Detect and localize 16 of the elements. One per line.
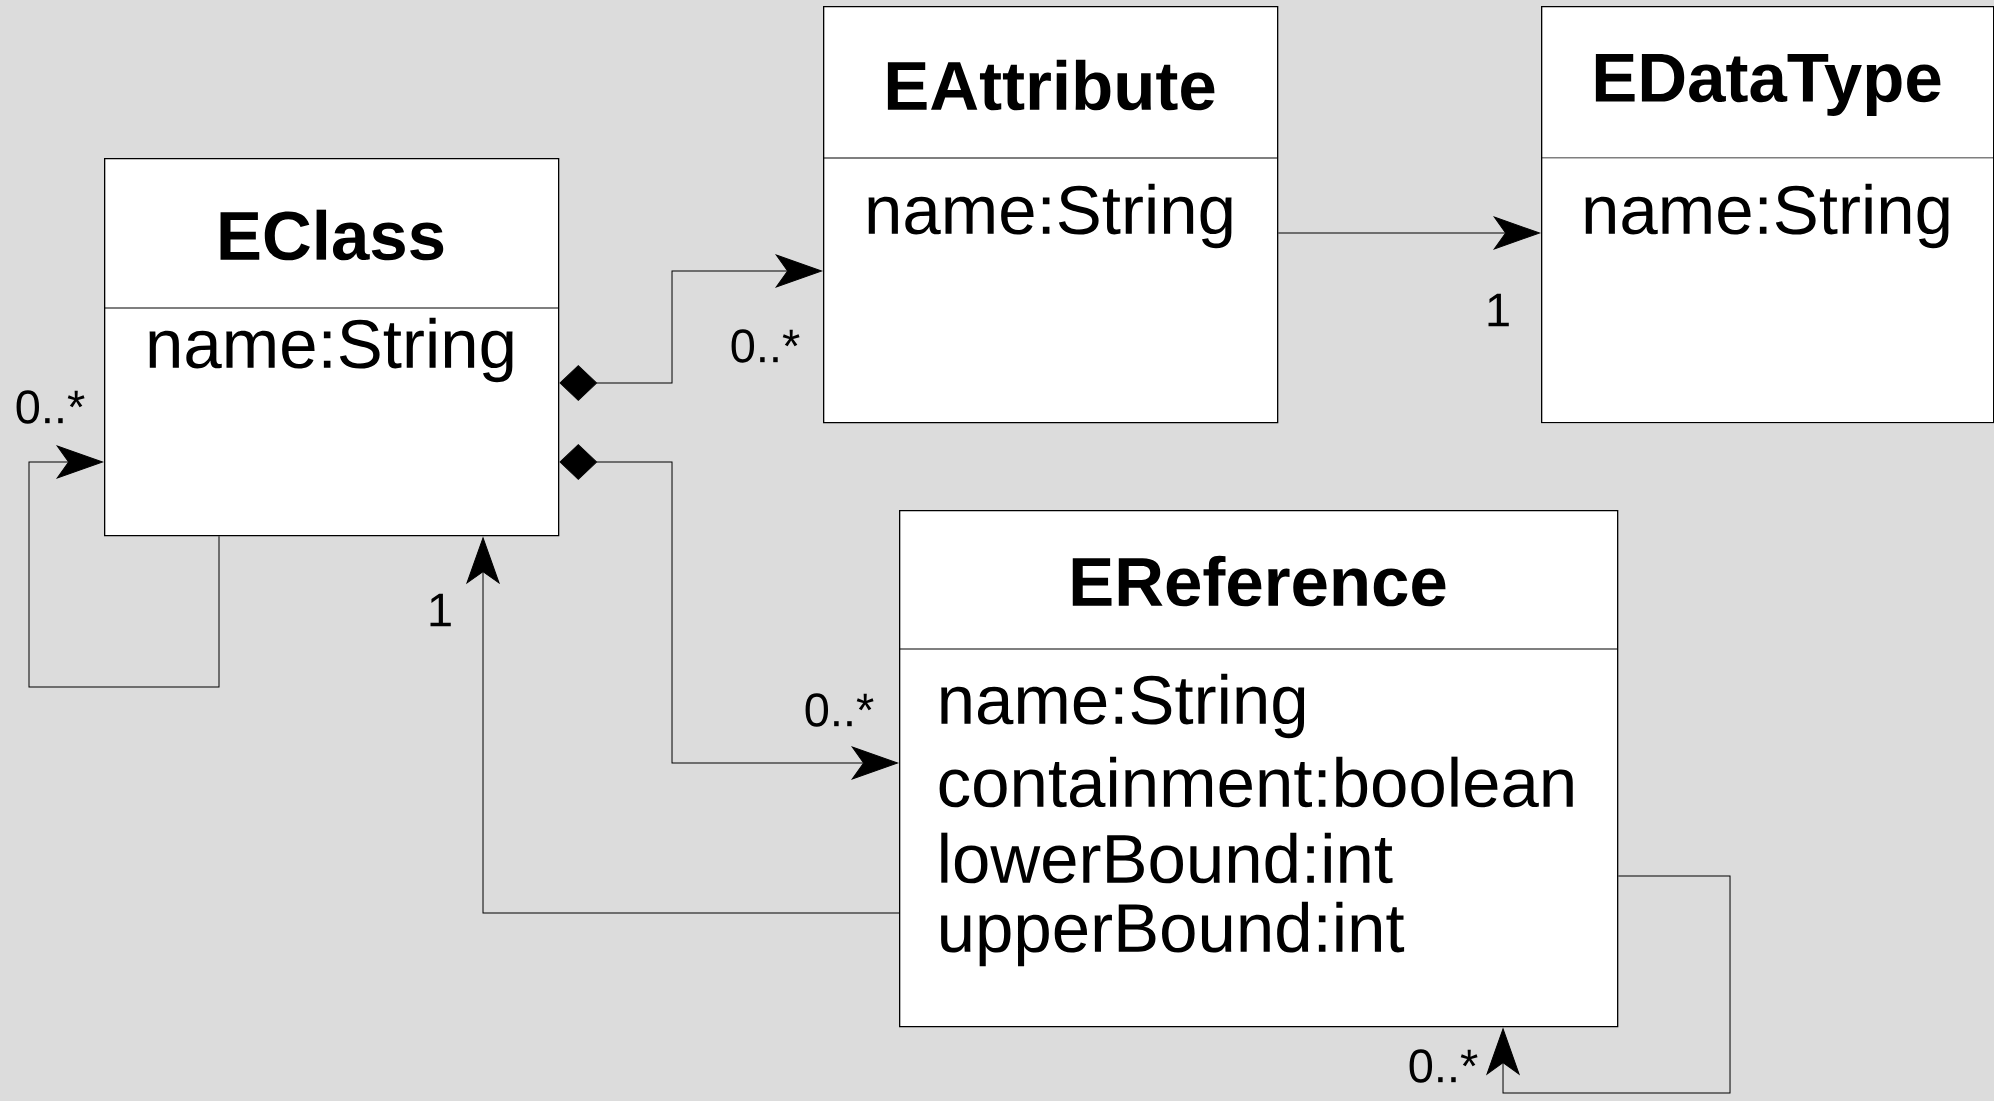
multiplicity-label: 0..* — [805, 693, 874, 727]
class-box: EReference name:String containment:boolean lowerBound:int upperBound:int — [898, 510, 1619, 1028]
class-box: EClass name:String — [103, 158, 560, 537]
association-arrow — [28, 445, 220, 688]
multiplicity-label: 1 — [430, 593, 451, 627]
association-arrow — [559, 254, 822, 401]
association-arrow — [559, 444, 898, 780]
multiplicity-label: 0..* — [1409, 1049, 1478, 1083]
class-box: EDataType name:String — [1540, 6, 1994, 424]
association-arrow — [1277, 216, 1540, 250]
association-arrow — [1486, 875, 1731, 1094]
class-box: EAttribute name:String — [822, 6, 1279, 424]
multiplicity-label: 0..* — [16, 390, 85, 424]
association-arrow — [466, 537, 900, 914]
multiplicity-label: 0..* — [731, 329, 800, 363]
multiplicity-label: 1 — [1488, 293, 1509, 327]
